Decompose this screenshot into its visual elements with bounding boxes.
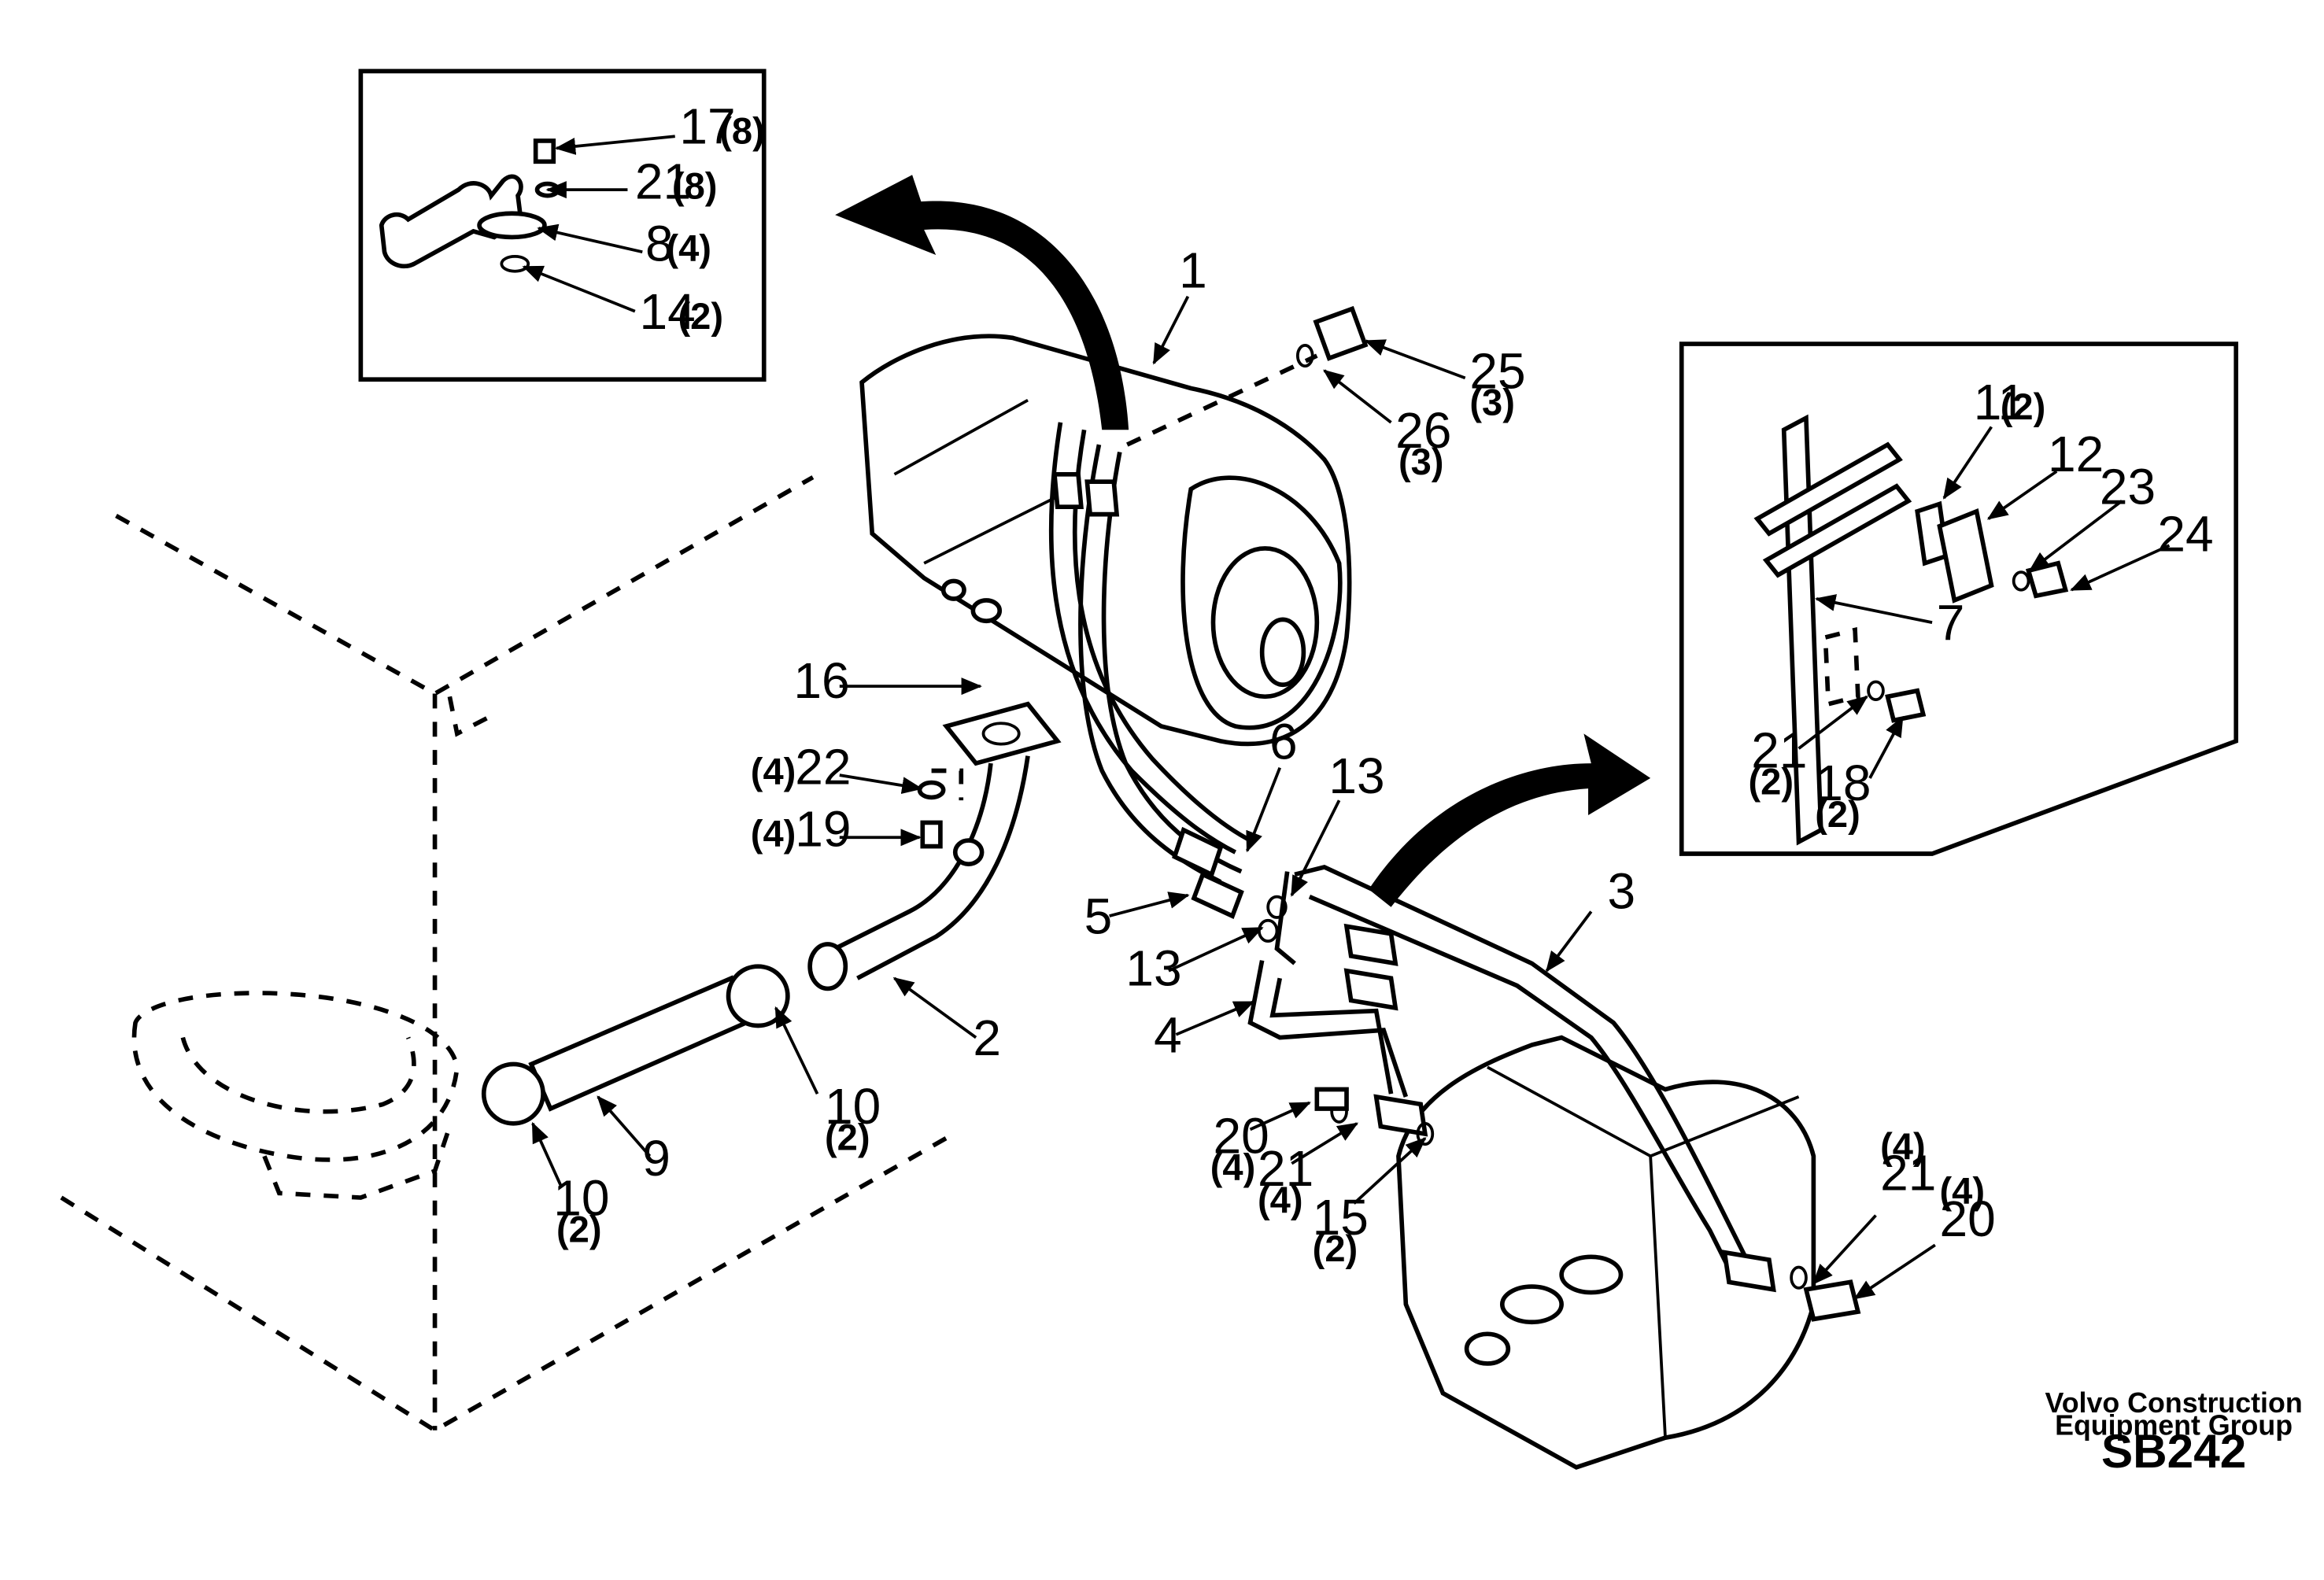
publisher-block: Volvo Construction Equipment Group SB242: [2045, 1387, 2303, 1478]
callout-10b-qty: (2): [825, 1117, 870, 1158]
callout-labels: 17 (8) 21 (8) 8 (4) 14 (2) 1 25 (3) 26 (…: [553, 98, 2213, 1269]
callout-10a-qty: (2): [556, 1209, 602, 1250]
callout-13b: 13: [1125, 940, 1181, 997]
callout-10b: 10: [825, 1078, 881, 1135]
pump-hoses: [1048, 422, 1254, 919]
control-valve: [1396, 1035, 1816, 1470]
callout-21d-qty: (4): [1880, 1125, 1926, 1167]
callout-13a: 13: [1328, 748, 1384, 804]
callout-21b: 21: [1751, 722, 1807, 779]
leader-lines: [522, 135, 2171, 1300]
callout-20b: 20: [1939, 1191, 1995, 1247]
callout-21c: 21: [1258, 1140, 1313, 1197]
callout-18-qty: (2): [1815, 793, 1860, 835]
callout-19: 19: [795, 801, 851, 858]
callout-22: 22: [795, 738, 851, 795]
callout-3: 3: [1608, 863, 1636, 920]
publisher-line-1: Volvo Construction: [2045, 1387, 2303, 1419]
callout-25-qty: (3): [1469, 381, 1515, 423]
callout-14-qty: (2): [678, 295, 723, 337]
inset-detail-bracket: [1679, 341, 2239, 856]
callout-14: 14: [640, 283, 696, 340]
callout-11-qty: (2): [2001, 386, 2046, 427]
callout-7: 7: [1937, 595, 1965, 652]
callout-8-qty: (4): [666, 227, 711, 269]
callout-8: 8: [645, 216, 674, 272]
callout-20b-qty: (4): [1939, 1170, 1985, 1212]
callout-15: 15: [1313, 1189, 1369, 1246]
callout-19-qty: (4): [751, 813, 796, 855]
callout-21b-qty: (2): [1748, 761, 1794, 803]
callout-23: 23: [2100, 458, 2156, 515]
callout-4: 4: [1154, 1006, 1182, 1063]
callout-25: 25: [1469, 343, 1525, 400]
callout-2: 2: [973, 1010, 1001, 1066]
hydraulic-tank-outline: [60, 475, 955, 1434]
callout-22-qty: (4): [751, 750, 796, 792]
callout-6: 6: [1269, 713, 1298, 770]
callout-21d: 21: [1880, 1145, 1936, 1202]
callout-10a: 10: [553, 1170, 609, 1227]
callout-18: 18: [1815, 755, 1871, 811]
callout-12: 12: [2048, 426, 2104, 482]
callout-20a: 20: [1213, 1108, 1269, 1165]
callout-17: 17: [679, 98, 735, 155]
detail-reference-arrows: [835, 175, 1651, 907]
pilot-tubes: [1247, 864, 1861, 1322]
callout-1: 1: [1179, 242, 1207, 298]
callout-21c-qty: (4): [1258, 1179, 1303, 1220]
callout-24: 24: [2157, 506, 2213, 563]
callout-9: 9: [642, 1130, 671, 1187]
callout-26: 26: [1395, 402, 1451, 459]
callout-21a-qty: (8): [672, 164, 718, 206]
callout-20a-qty: (4): [1210, 1146, 1256, 1187]
callout-15-qty: (2): [1313, 1227, 1358, 1269]
callout-26-qty: (3): [1398, 441, 1444, 482]
inset-detail-suction-elbow: [358, 68, 767, 382]
drawing-code: SB242: [2101, 1424, 2246, 1478]
callout-21a: 21: [635, 153, 691, 209]
callout-17-qty: (8): [719, 110, 765, 152]
callout-5: 5: [1084, 888, 1113, 945]
callout-11: 11: [1974, 374, 2026, 430]
publisher-line-2: Equipment Group: [2055, 1409, 2293, 1441]
callout-16: 16: [793, 652, 849, 709]
suction-line: [481, 701, 1062, 1126]
